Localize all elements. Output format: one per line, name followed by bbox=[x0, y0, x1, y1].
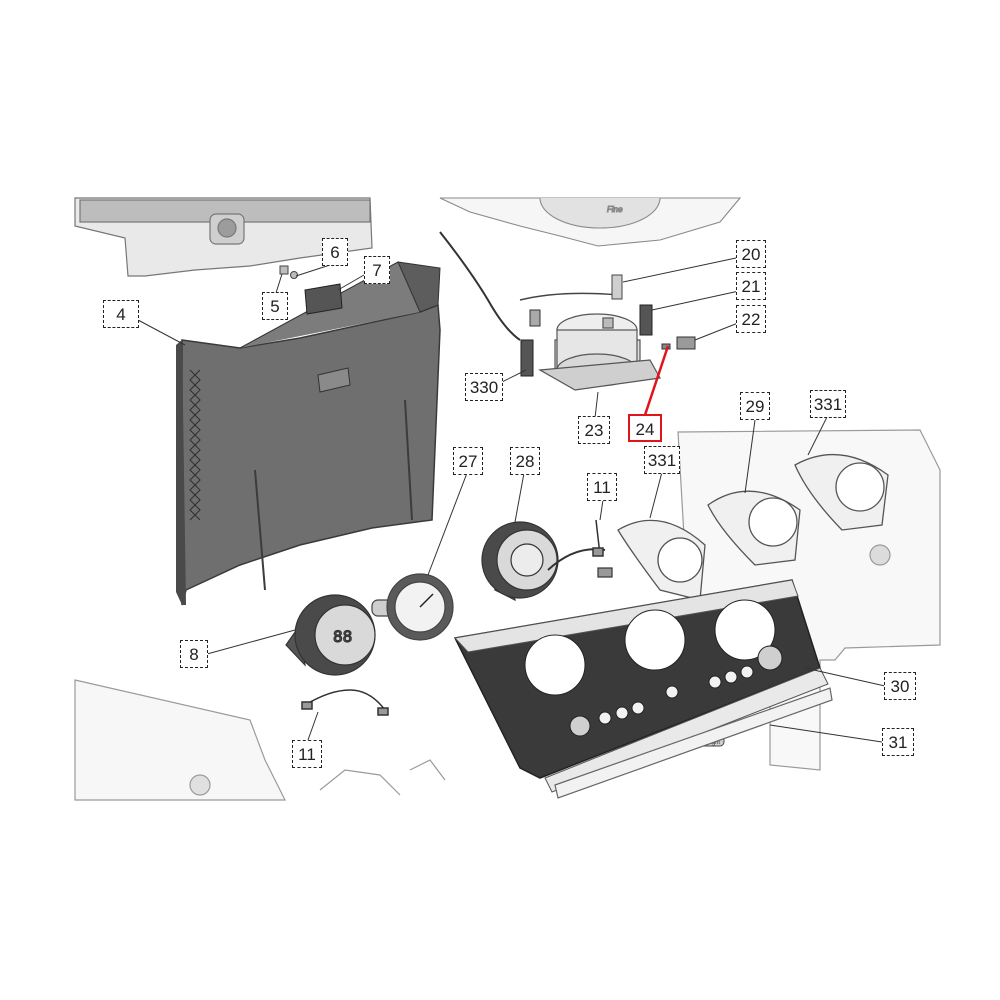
dial-mark-text: Fine bbox=[607, 205, 623, 214]
bezel-part-29 bbox=[707, 490, 801, 566]
knob-module-part-28 bbox=[481, 521, 613, 602]
callout-27: 27 bbox=[453, 447, 483, 475]
callout-28: 28 bbox=[510, 447, 540, 475]
callout-20: 20 bbox=[736, 240, 766, 268]
callout-22: 22 bbox=[736, 305, 766, 333]
callout-31: 31 bbox=[882, 728, 914, 756]
harness-part-11-lower bbox=[301, 689, 389, 716]
highlight-leader-24 bbox=[643, 345, 670, 416]
callout-6: 6 bbox=[322, 238, 348, 266]
sensor-part-22 bbox=[676, 336, 696, 350]
callout-24-highlighted: 24 bbox=[628, 414, 662, 442]
callout-5: 5 bbox=[262, 292, 288, 320]
callout-23: 23 bbox=[578, 416, 610, 444]
leader-lines bbox=[137, 257, 886, 743]
part-7-block bbox=[304, 283, 343, 315]
bracket-part-20 bbox=[611, 274, 623, 300]
display-module-part-8: 88 bbox=[285, 594, 376, 676]
connector-left-small bbox=[529, 309, 541, 327]
top-cover-panel: Fine bbox=[439, 197, 742, 247]
harness-part-11-upper bbox=[592, 519, 604, 557]
bezel-part-331-b bbox=[794, 454, 889, 531]
callout-11-lower: 11 bbox=[292, 740, 322, 768]
harness-wire-upper bbox=[439, 231, 521, 341]
upper-left-housing bbox=[74, 197, 373, 277]
callout-11-upper: 11 bbox=[587, 473, 617, 501]
callout-30: 30 bbox=[884, 672, 916, 700]
svg-text:88: 88 bbox=[333, 627, 352, 646]
motor-assembly-part-23 bbox=[519, 292, 661, 391]
callout-7: 7 bbox=[364, 256, 390, 284]
callout-331-a: 331 bbox=[644, 446, 680, 474]
callout-4: 4 bbox=[103, 300, 139, 328]
callout-330: 330 bbox=[465, 373, 503, 401]
trim-strip-part-31 bbox=[554, 687, 833, 799]
control-panel-part-30: De'Longhi bbox=[453, 579, 829, 793]
part-6-screw bbox=[290, 271, 298, 279]
callout-29: 29 bbox=[740, 392, 770, 420]
bezel-part-331-a bbox=[617, 519, 706, 601]
callout-331-b: 331 bbox=[810, 390, 846, 418]
callout-8: 8 bbox=[180, 640, 208, 668]
gauge-part-27 bbox=[371, 573, 454, 641]
part-5-clip bbox=[279, 265, 289, 275]
pad-part-330 bbox=[520, 339, 534, 377]
pad-part-21 bbox=[639, 304, 653, 336]
callout-21: 21 bbox=[736, 272, 766, 300]
lower-left-housing bbox=[74, 679, 446, 801]
